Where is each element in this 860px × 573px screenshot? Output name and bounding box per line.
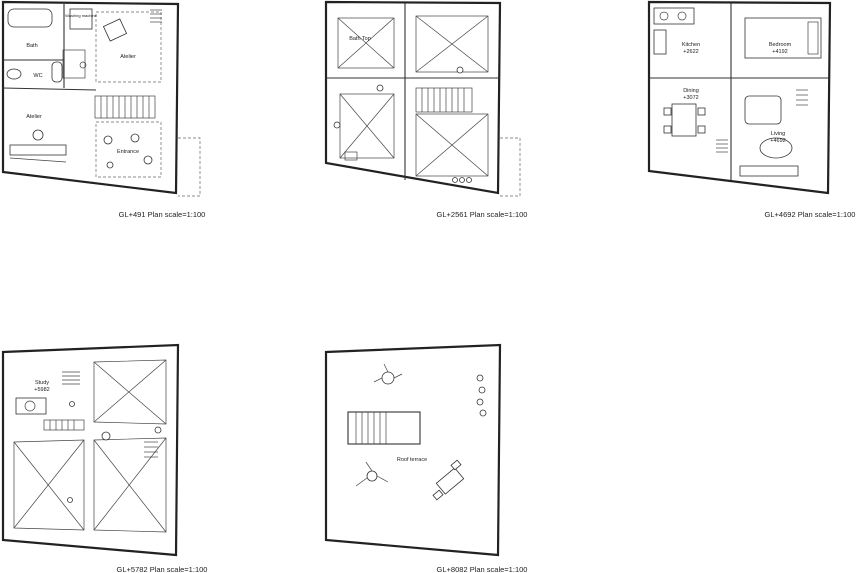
plan-gl8082-outer-wall xyxy=(324,343,502,557)
plan-caption-gl2561: GL+2561 Plan scale=1:100 xyxy=(437,210,528,219)
plan-gl4692: Kitchen +2622 Bedroom +4192 Dining +3072… xyxy=(647,0,856,219)
study-desk xyxy=(15,397,47,415)
plan-gl491-outer-wall xyxy=(1,0,180,195)
roof-stair-hatch xyxy=(347,411,421,445)
living-sofa xyxy=(744,95,782,125)
living-table xyxy=(759,137,793,159)
ladder-right xyxy=(144,441,158,458)
room-label-atelier-lower: Atelier xyxy=(26,114,42,120)
atelier-chair xyxy=(102,18,128,42)
plan-caption-gl4692: GL+4692 Plan scale=1:100 xyxy=(765,210,856,219)
room-label-dining: Dining xyxy=(683,88,699,94)
room-label-bath: Bath xyxy=(26,43,37,49)
void-top-right xyxy=(415,15,489,73)
ladder-study-2 xyxy=(43,419,85,431)
kitchen-side-counter xyxy=(653,29,667,55)
atelier-desk xyxy=(9,144,67,156)
roof-table-set xyxy=(432,459,465,501)
living-bench xyxy=(739,165,799,177)
roof-plant-left xyxy=(355,461,389,487)
plan-gl5782-outer-wall xyxy=(1,343,180,557)
room-label-roof-terrace: Roof terrace xyxy=(397,457,427,463)
room-level-dining: +3072 xyxy=(683,95,698,101)
room-label-wc: WC xyxy=(33,73,42,79)
room-level-kitchen: +2622 xyxy=(683,49,698,55)
bathtub xyxy=(7,8,53,28)
room-level-bedroom: +4192 xyxy=(772,49,787,55)
room-label-study: Study xyxy=(35,380,49,386)
plan-caption-gl5782: GL+5782 Plan scale=1:100 xyxy=(117,565,208,573)
room-label-living: Living xyxy=(771,131,785,137)
room-label-atelier-upper: Atelier xyxy=(120,54,136,60)
toilet-fixture xyxy=(6,68,22,80)
void-bottom-right xyxy=(415,113,489,177)
roof-plant-top xyxy=(373,363,403,385)
room-label-kitchen: Kitchen xyxy=(682,42,700,48)
wc-sink xyxy=(51,61,63,83)
room-level-living: +4692 xyxy=(770,138,785,144)
room-label-bath-top: Bath Top xyxy=(349,36,371,42)
room-label-entrance: Entrance xyxy=(117,149,139,155)
plan-gl5782: Study +5982 GL+5782 Plan scale=1:100 xyxy=(1,343,208,573)
plan-gl2561-outer-wall xyxy=(324,0,502,195)
roof-plant-column xyxy=(476,374,487,417)
stair-gl2561 xyxy=(415,87,473,113)
void-bath-top xyxy=(337,17,395,69)
plan-caption-gl8082: GL+8082 Plan scale=1:100 xyxy=(437,565,528,573)
plan-gl491: Bath WC Washing machine Atelier Atelier … xyxy=(1,0,206,219)
plan-gl2561: Bath Top GL+2561 Plan scale=1:100 xyxy=(324,0,528,219)
room-label-washing: Washing machine xyxy=(65,13,97,18)
plan-gl4692-outer-wall xyxy=(647,0,832,195)
plan-gl8082: Roof terrace GL+8082 Plan scale=1:100 xyxy=(324,343,528,573)
plan-caption-gl491: GL+491 Plan scale=1:100 xyxy=(119,210,206,219)
atelier-stool xyxy=(32,129,44,141)
ladder-study xyxy=(62,371,80,385)
entrance-zone xyxy=(95,121,162,178)
room-level-study: +5982 xyxy=(34,387,49,393)
washing-machine xyxy=(69,8,93,30)
room-label-bedroom: Bedroom xyxy=(769,42,792,48)
stair-gl491 xyxy=(94,95,156,119)
dining-table xyxy=(671,103,697,137)
